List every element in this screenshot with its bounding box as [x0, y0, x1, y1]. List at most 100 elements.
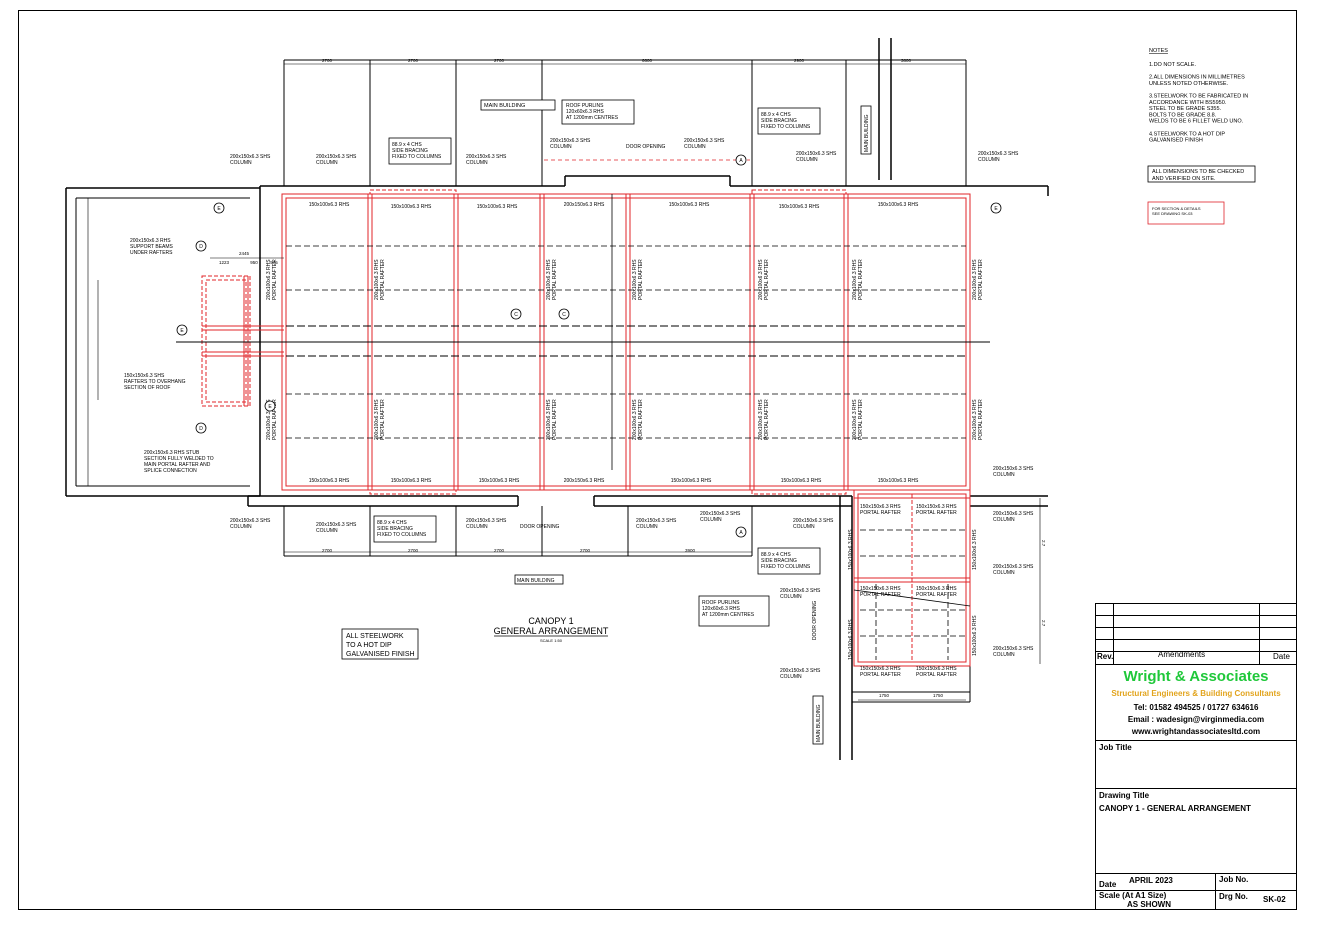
column-label-16-b: COLUMN: [993, 570, 1015, 576]
section-marker-4: [195, 422, 207, 434]
company-web: www.wrightandassociatesltd.com: [1131, 727, 1261, 736]
roof-purlins-ext-2: 120x60x6.3 RHS: [702, 606, 740, 612]
portal-rafter-top-3-b: PORTAL RAFTER: [552, 259, 558, 300]
ext-vertical-3: 150x100x6.3 RHS: [972, 529, 978, 570]
overhang-rafters-1: 150x150x6.3 SHS: [124, 373, 165, 379]
top-dim-5: 2900: [794, 58, 805, 63]
bottom-beam-200: 200x150x6.3 RHS: [564, 478, 605, 484]
notes-line-7: ACCORDANCE WITH BS5950.: [1149, 100, 1227, 106]
portal-rafter-top-6-a: 200x100x6.3 RHS: [852, 259, 858, 300]
door-opening-bottom: DOOR OPENING: [520, 524, 560, 530]
main-building-label-1: MAIN BUILDING: [484, 103, 525, 109]
top-dim-6: 3800: [901, 58, 912, 63]
side-bracing-3-1: 88.9 x 4 CHS: [377, 520, 407, 526]
portal-rafter-top-5-b: PORTAL RAFTER: [764, 259, 770, 300]
notes-line-13: GALVANISED FINISH: [1149, 138, 1203, 144]
column-label-15-b: COLUMN: [993, 517, 1015, 523]
amendments-label: Amendments: [1158, 650, 1206, 659]
roof-purlins-top-1: ROOF PURLINS: [566, 103, 604, 109]
column-label-12-a: 200x150x6.3 SHS: [700, 511, 741, 517]
section-marker-letter-10: A: [739, 530, 743, 536]
ext-rafter-4-b: PORTAL RAFTER: [916, 592, 957, 598]
top-beam-1: 150x100x6.3 RHS: [309, 202, 350, 208]
ext-rafter-5-b: PORTAL RAFTER: [860, 672, 901, 678]
canopy-scale: SCALE 1:50: [540, 638, 563, 643]
top-beam-3: 150x100x6.3 RHS: [477, 204, 518, 210]
section-marker-1: [213, 202, 225, 214]
roof-purlins-ext-3: AT 1200mm CENTRES: [702, 612, 755, 618]
ext-rafter-5-a: 150x150x6.3 RHS: [860, 666, 901, 672]
top-beam-2: 150x100x6.3 RHS: [391, 204, 432, 210]
bottom-beam-2: 150x100x6.3 RHS: [391, 478, 432, 484]
top-dim-3: 2700: [494, 58, 505, 63]
main-building-label-3: MAIN BUILDING: [864, 114, 870, 152]
column-label-4-a: 200x150x6.3 SHS: [550, 138, 591, 144]
ridge: [176, 325, 990, 357]
notes-line-8: STEEL TO BE GRADE S355.: [1149, 106, 1222, 112]
side-bracing-2-2: SIDE BRACING: [761, 118, 797, 124]
door-opening-ext: DOOR OPENING: [812, 600, 818, 640]
scale-value: AS SHOWN: [1127, 900, 1171, 909]
ext-rafter-1-a: 150x150x6.3 RHS: [860, 504, 901, 510]
side-bracing-4-2: SIDE BRACING: [761, 558, 797, 564]
bottom-beam-3: 150x100x6.3 RHS: [479, 478, 520, 484]
label-box: [561, 99, 635, 125]
portal-rafter-top-7-a: 200x100x6.3 RHS: [972, 259, 978, 300]
top-beam-4: 150x100x6.3 RHS: [669, 202, 710, 208]
bottom-beam-1: 150x100x6.3 RHS: [309, 478, 350, 484]
portal-rafter-bot-1-a: 200x100x6.3 RHS: [266, 399, 272, 440]
portal-rafter-top-2-b: PORTAL RAFTER: [380, 259, 386, 300]
column-label-8-b: COLUMN: [230, 524, 252, 530]
top-beam-6: 150x100x6.3 RHS: [878, 202, 919, 208]
label-box: [480, 99, 556, 111]
portal-rafter-top-2-a: 200x100x6.3 RHS: [374, 259, 380, 300]
ext-vertical-2: 150x100x6.3 RHS: [848, 619, 854, 660]
stub-section-1: 200x150x6.3 RHS STUB: [144, 450, 200, 456]
portal-rafter-bot-7-b: PORTAL RAFTER: [978, 399, 984, 440]
section-marker-8: [558, 308, 570, 320]
column-label-1-a: 200x150x6.3 SHS: [230, 154, 271, 160]
general-notes: NOTES 1.DO NOT SCALE.2.ALL DIMENSIONS IN…: [1147, 48, 1256, 225]
column-label-6-a: 200x150x6.3 SHS: [796, 151, 837, 157]
label-box: [812, 695, 824, 745]
date-header-label: Date: [1273, 652, 1290, 661]
column-label-3-a: 200x150x6.3 SHS: [466, 154, 507, 160]
ext-rafter-2-b: PORTAL RAFTER: [916, 510, 957, 516]
drawing-title-label: Drawing Title: [1099, 791, 1150, 800]
side-bracing-3-3: FIXED TO COLUMNS: [377, 532, 427, 538]
bottom-dim-5: 3900: [685, 548, 696, 553]
canopy-subtitle: GENERAL ARRANGEMENT: [494, 626, 609, 636]
drg-no-value: SK-02: [1263, 895, 1286, 904]
column-label-10-a: 200x150x6.3 SHS: [466, 518, 507, 524]
top-dim-2: 2700: [408, 58, 419, 63]
finish-note-line-2: TO A HOT DIP: [346, 642, 392, 649]
column-label-2-a: 200x150x6.3 SHS: [316, 154, 357, 160]
column-label-1-b: COLUMN: [230, 160, 252, 166]
side-bracing-4-1: 88.9 x 4 CHS: [761, 552, 791, 558]
column-label-7-a: 200x150x6.3 SHS: [978, 151, 1019, 157]
door-swing: [544, 159, 971, 607]
column-label-11-a: 200x150x6.3 SHS: [636, 518, 677, 524]
column-label-9-a: 200x150x6.3 SHS: [316, 522, 357, 528]
drg-no-label: Drg No.: [1219, 892, 1248, 901]
bottom-beam-6: 150x100x6.3 RHS: [878, 478, 919, 484]
column-label-19-b: COLUMN: [780, 674, 802, 680]
date-value: APRIL 2023: [1129, 876, 1173, 885]
portal-rafter-top-3-a: 200x100x6.3 RHS: [546, 259, 552, 300]
column-label-2-b: COLUMN: [316, 160, 338, 166]
dimension-lines: [87, 63, 1041, 701]
label-box: [757, 547, 821, 575]
top-beam-200: 200x150x6.3 RHS: [564, 202, 605, 208]
ext-rafter-6-a: 150x150x6.3 RHS: [916, 666, 957, 672]
ext-right-dim-1: 2.7: [1041, 540, 1046, 547]
portal-rafter-top-1-b: PORTAL RAFTER: [272, 259, 278, 300]
portal-rafter-top-4-b: PORTAL RAFTER: [638, 259, 644, 300]
column-label-14-b: COLUMN: [993, 472, 1015, 478]
purlins: [286, 245, 966, 660]
ext-rafter-4-a: 150x150x6.3 RHS: [916, 586, 957, 592]
roof-purlins-ext-1: ROOF PURLINS: [702, 600, 740, 606]
roof-purlins-top-2: 120x60x6.3 RHS: [566, 109, 604, 115]
column-label-13-a: 200x150x6.3 SHS: [793, 518, 834, 524]
ext-right-dim-2: 2.7: [1041, 620, 1046, 627]
bottom-dim-3: 2700: [494, 548, 505, 553]
